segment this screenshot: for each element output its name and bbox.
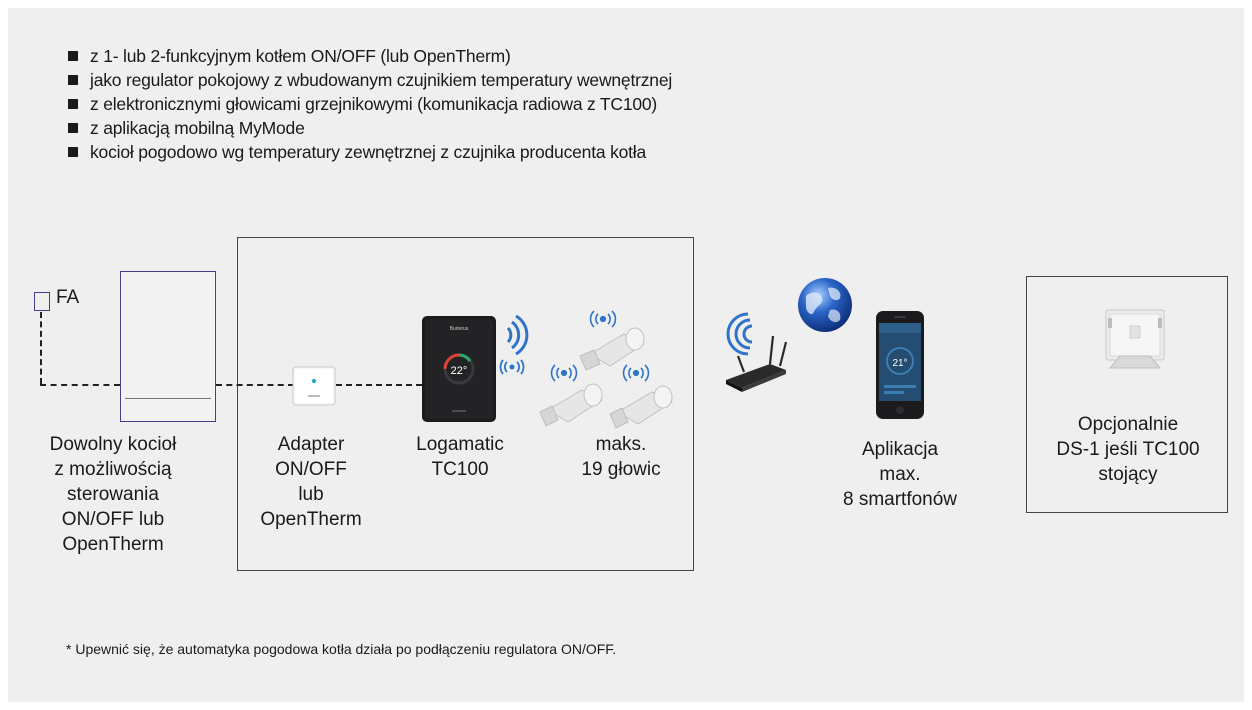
- thermostat-label: Logamatic TC100: [392, 432, 528, 482]
- wireless-signal-icon: [499, 359, 525, 375]
- feature-item: jako regulator pokojowy z wbudowanym czu…: [68, 68, 672, 92]
- label-line: maks.: [595, 434, 647, 455]
- app-label: Aplikacja max. 8 smartfonów: [820, 437, 980, 512]
- feature-text: kocioł pogodowo wg temperatury zewnętrzn…: [90, 142, 647, 162]
- bullet-square-icon: [68, 51, 78, 61]
- sensor-wire: [40, 312, 42, 384]
- boiler-panel-line: [125, 398, 211, 399]
- label-line: OpenTherm: [62, 534, 164, 555]
- feature-text: z elektronicznymi głowicami grzejnikowym…: [90, 94, 658, 114]
- label-line: ON/OFF lub: [61, 509, 165, 530]
- tc100-system-box: [237, 237, 694, 571]
- optional-ds1-label: Opcjonalnie DS-1 jeśli TC100 stojący: [1030, 412, 1226, 487]
- label-line: lub: [298, 484, 324, 505]
- label-line: DS-1 jeśli TC100: [1056, 439, 1200, 460]
- label-line: 8 smartfonów: [842, 489, 958, 510]
- label-line: Aplikacja: [861, 439, 939, 460]
- outdoor-sensor-label: FA: [56, 287, 80, 308]
- label-line: TC100: [431, 459, 489, 480]
- feature-list: z 1- lub 2-funkcyjnym kotłem ON/OFF (lub…: [68, 44, 672, 164]
- thermostat-brand: Buderus: [450, 326, 469, 332]
- bullet-square-icon: [68, 99, 78, 109]
- thermostat-icon: 22° Buderus: [422, 316, 496, 422]
- boiler-icon: [120, 271, 216, 422]
- footnote: * Upewnić się, że automatyka pogodowa ko…: [66, 641, 617, 657]
- smartphone-icon: 21°: [876, 311, 924, 419]
- label-line: ON/OFF: [275, 459, 347, 480]
- label-line: Logamatic: [416, 434, 504, 455]
- feature-item: z 1- lub 2-funkcyjnym kotłem ON/OFF (lub…: [68, 44, 672, 68]
- label-line: Adapter: [277, 434, 345, 455]
- bullet-square-icon: [68, 147, 78, 157]
- feature-text: jako regulator pokojowy z wbudowanym czu…: [90, 70, 673, 90]
- radiator-heads-icon: [539, 310, 674, 429]
- thermostat-screen-temp: 22°: [451, 365, 468, 377]
- app-screen-temp: 21°: [892, 358, 907, 369]
- label-line: Dowolny kocioł: [49, 434, 177, 455]
- label-line: Opcjonalnie: [1077, 414, 1179, 435]
- label-line: 19 głowic: [581, 459, 661, 480]
- outdoor-sensor-icon: [34, 292, 50, 311]
- wireless-signal-icon: [506, 314, 529, 356]
- label-line: z możliwością: [54, 459, 172, 480]
- internet-globe-icon: [798, 278, 852, 332]
- feature-text: z 1- lub 2-funkcyjnym kotłem ON/OFF (lub…: [90, 46, 511, 66]
- label-line: stojący: [1098, 464, 1158, 485]
- router-icon: [726, 312, 788, 392]
- label-line: max.: [879, 464, 921, 485]
- feature-text: z aplikacją mobilną MyMode: [90, 118, 305, 138]
- bullet-square-icon: [68, 75, 78, 85]
- sensor-to-boiler-wire: [40, 384, 120, 386]
- bullet-square-icon: [68, 123, 78, 133]
- ds1-stand-icon: [1105, 309, 1165, 369]
- label-line: sterowania: [67, 484, 159, 505]
- adapter-icon: [292, 366, 336, 406]
- adapter-label: Adapter ON/OFF lub OpenTherm: [246, 432, 376, 532]
- feature-item: kocioł pogodowo wg temperatury zewnętrzn…: [68, 140, 672, 164]
- feature-item: z aplikacją mobilną MyMode: [68, 116, 672, 140]
- optional-ds1-box: [1026, 276, 1228, 513]
- adapter-to-thermostat-wire: [336, 384, 422, 386]
- label-line: OpenTherm: [260, 509, 362, 530]
- radiator-heads-label: maks. 19 głowic: [556, 432, 686, 482]
- boiler-label: Dowolny kocioł z możliwością sterowania …: [20, 432, 206, 557]
- boiler-to-adapter-wire: [216, 384, 294, 386]
- feature-item: z elektronicznymi głowicami grzejnikowym…: [68, 92, 672, 116]
